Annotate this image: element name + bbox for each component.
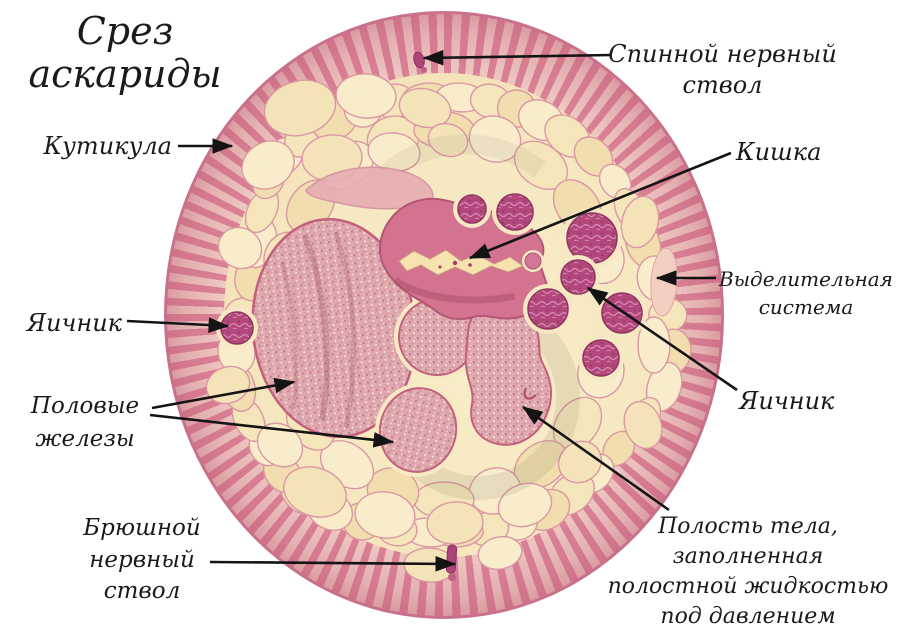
- label-ovary-left: Яичник: [26, 309, 122, 337]
- callout-arrows: [126, 49, 738, 572]
- arrow-body-cavity: [521, 405, 670, 512]
- label-ventral-nerve: Брюшной нервный ствол: [83, 515, 201, 605]
- interior-cell-patches: [205, 73, 671, 583]
- label-ovary-right: Яичник: [739, 387, 835, 415]
- arrow-intestine: [468, 151, 732, 260]
- label-dorsal-nerve: Спинной нервный ствол: [608, 40, 837, 100]
- dorsal-nerve-spot: [413, 51, 427, 73]
- diagram-title: Срез аскариды: [28, 9, 222, 96]
- label-gonads: Половые железы: [30, 393, 140, 452]
- arrow-ventral-nerve: [209, 556, 457, 572]
- label-cuticle: Кутикула: [43, 132, 172, 160]
- arrow-dorsal-nerve: [422, 49, 613, 66]
- arrow-ovary-left: [126, 317, 230, 333]
- arrow-ovary-right: [586, 286, 738, 392]
- label-excretory: Выделительная система: [719, 267, 893, 320]
- label-intestine: Кишка: [736, 138, 822, 166]
- arrow-gonads-1: [151, 377, 296, 410]
- arrow-gonads-2: [149, 413, 395, 448]
- label-body-cavity: Полость тела, заполненная полостной жидк…: [607, 514, 889, 629]
